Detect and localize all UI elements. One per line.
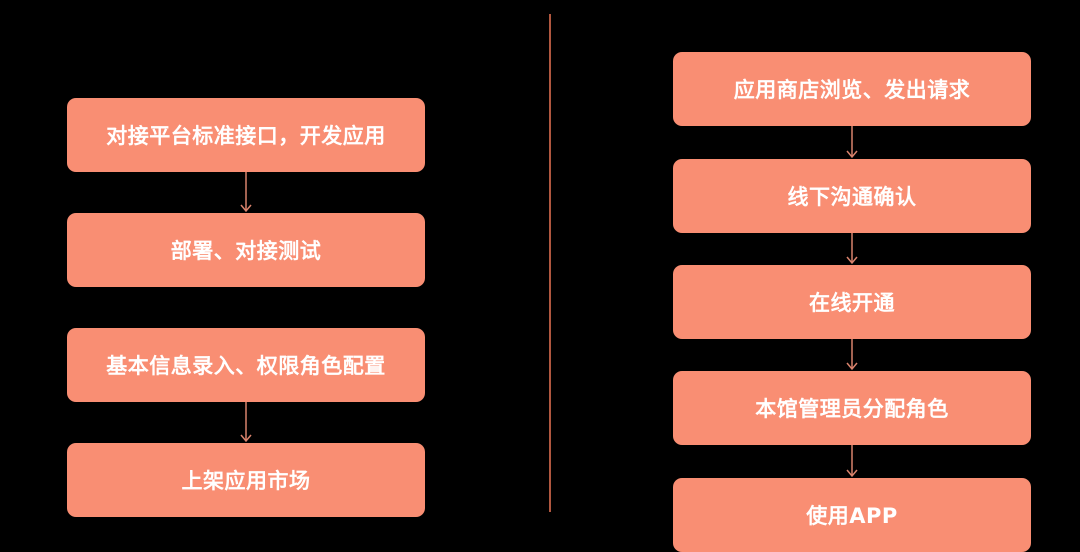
left-step-label: 部署、对接测试	[170, 239, 322, 263]
left-step-dock-api: 对接平台标准接口，开发应用	[67, 98, 425, 172]
right-step-label: 在线开通	[809, 291, 895, 315]
right-step-offline-confirm: 线下沟通确认	[673, 159, 1031, 233]
left-step-info-config: 基本信息录入、权限角色配置	[67, 328, 425, 402]
right-step-label: 应用商店浏览、发出请求	[733, 78, 971, 102]
arrow-right-2-3	[846, 233, 858, 265]
right-step-label: 线下沟通确认	[787, 185, 917, 209]
right-step-browse-request: 应用商店浏览、发出请求	[673, 52, 1031, 126]
right-step-online-activate: 在线开通	[673, 265, 1031, 339]
right-step-label: 本馆管理员分配角色	[755, 397, 949, 421]
center-divider	[549, 14, 551, 512]
right-step-assign-role: 本馆管理员分配角色	[673, 371, 1031, 445]
left-step-label: 上架应用市场	[181, 469, 311, 493]
left-step-label: 基本信息录入、权限角色配置	[106, 354, 386, 378]
left-step-label: 对接平台标准接口，开发应用	[106, 124, 386, 148]
arrow-right-4-5	[846, 445, 858, 478]
left-step-publish: 上架应用市场	[67, 443, 425, 517]
arrow-left-3-4	[240, 402, 252, 443]
arrow-left-1-2	[240, 172, 252, 213]
right-step-label: 使用APP	[806, 504, 898, 528]
left-step-deploy-test: 部署、对接测试	[67, 213, 425, 287]
arrow-right-1-2	[846, 126, 858, 159]
arrow-right-3-4	[846, 339, 858, 371]
right-step-use-app: 使用APP	[673, 478, 1031, 552]
